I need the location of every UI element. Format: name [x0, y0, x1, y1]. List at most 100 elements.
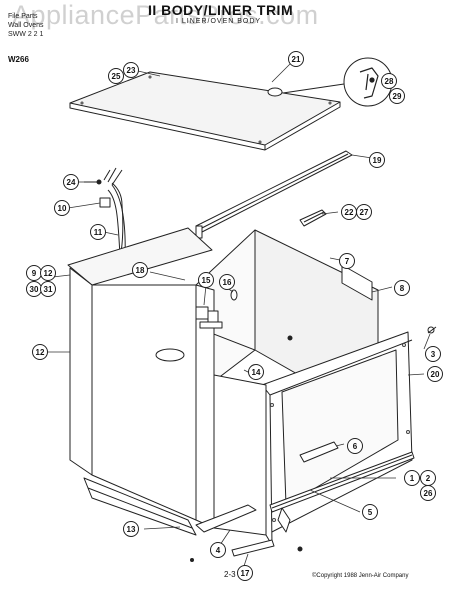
callout-5: 5	[362, 504, 378, 520]
callout-label: 15	[202, 276, 211, 285]
callout-label: 23	[127, 66, 136, 75]
callout-20: 20	[427, 366, 443, 382]
top-panel-holes	[80, 75, 332, 144]
header-line-3: SWW 2 2 1	[8, 31, 44, 38]
callout-7: 7	[339, 253, 355, 269]
body-front-left	[91, 284, 197, 521]
harness-connector	[99, 197, 111, 208]
callout-2: 2	[420, 470, 436, 486]
switch-16	[230, 289, 238, 301]
callout-21: 21	[288, 51, 304, 67]
callout-22: 22	[341, 204, 357, 220]
callout-label: 25	[112, 72, 121, 81]
bottom-screw-2	[190, 558, 194, 562]
page-subtitle: I LINER/OVEN BODY	[176, 18, 262, 25]
top-panel-clip	[267, 87, 283, 97]
callout-12: 12	[32, 344, 48, 360]
callout-label: 17	[241, 569, 250, 578]
callout-28: 28	[381, 73, 397, 89]
callout-label: 19	[373, 156, 382, 165]
callout-label: 12	[36, 348, 45, 357]
callout-label: 30	[30, 285, 39, 294]
copyright-notice: ©Copyright 1988 Jenn-Air Company	[312, 573, 409, 579]
callout-label: 24	[67, 178, 76, 187]
callout-label: 20	[431, 370, 440, 379]
bottom-screw	[297, 546, 303, 552]
leader-lines	[43, 63, 431, 567]
front-frame-opening	[281, 349, 399, 506]
callout-10: 10	[54, 200, 70, 216]
callout-label: 6	[353, 442, 358, 451]
front-bottom-strip	[83, 477, 197, 536]
liner-screw	[287, 335, 293, 341]
callout-label: 28	[385, 77, 394, 86]
callout-label: 10	[58, 204, 67, 213]
callout-label: 11	[94, 228, 103, 237]
top-panel	[69, 71, 341, 146]
callout-13: 13	[123, 521, 139, 537]
callout-label: 3	[431, 350, 436, 359]
callout-18: 18	[132, 262, 148, 278]
liner-flange	[213, 374, 267, 536]
latch-3	[427, 326, 437, 334]
callout-label: 31	[44, 285, 53, 294]
callout-label: 5	[368, 508, 373, 517]
callout-label: 27	[360, 208, 369, 217]
callout-label: 7	[345, 257, 350, 266]
callout-label: 1	[410, 474, 415, 483]
frame-holes	[270, 343, 410, 522]
callout-26: 26	[420, 485, 436, 501]
callout-17: 17	[237, 565, 253, 581]
callout-label: 9	[32, 269, 37, 278]
callout-label: 26	[424, 489, 433, 498]
callout-11: 11	[90, 224, 106, 240]
bracket-22	[299, 209, 327, 227]
model-number: W266	[8, 55, 29, 64]
callout-29: 29	[389, 88, 405, 104]
callout-label: 8	[400, 284, 405, 293]
callout-31: 31	[40, 281, 56, 297]
callout-14: 14	[248, 364, 264, 380]
callout-label: 13	[127, 525, 136, 534]
callout-1: 1	[404, 470, 420, 486]
callout-9: 9	[26, 265, 42, 281]
terminal-block-15	[195, 306, 223, 329]
side-panel-right	[341, 264, 373, 301]
header-line-2: Wall Ovens	[8, 22, 44, 29]
callout-label: 22	[345, 208, 354, 217]
callout-label: 16	[223, 278, 232, 287]
callout-label: 21	[292, 55, 301, 64]
callout-25: 25	[108, 68, 124, 84]
callout-23: 23	[123, 62, 139, 78]
callout-24: 24	[63, 174, 79, 190]
callout-label: 18	[136, 266, 145, 275]
page-title: II BODY/LINER TRIM	[148, 2, 294, 18]
callout-label: 14	[252, 368, 261, 377]
callout-label: 12	[44, 269, 53, 278]
page-number: 2-3	[224, 570, 236, 579]
callout-30: 30	[26, 281, 42, 297]
callout-27: 27	[356, 204, 372, 220]
callout-8: 8	[394, 280, 410, 296]
bottom-support	[195, 504, 257, 533]
kick-strip	[231, 539, 275, 557]
screw-24	[84, 179, 102, 185]
wire-harness	[103, 167, 126, 261]
callout-label: 4	[216, 546, 221, 555]
side-vent-slot	[155, 348, 185, 362]
detail-bracket	[359, 67, 379, 99]
callout-15: 15	[198, 272, 214, 288]
bottom-trim	[299, 441, 339, 463]
callout-19: 19	[369, 152, 385, 168]
header-line-1: File Parts	[8, 13, 38, 20]
callout-label: 2	[426, 474, 431, 483]
callout-6: 6	[347, 438, 363, 454]
bottom-bracket-left	[277, 507, 291, 533]
callout-label: 29	[393, 92, 402, 101]
callout-4: 4	[210, 542, 226, 558]
callout-16: 16	[219, 274, 235, 290]
callout-12: 12	[40, 265, 56, 281]
